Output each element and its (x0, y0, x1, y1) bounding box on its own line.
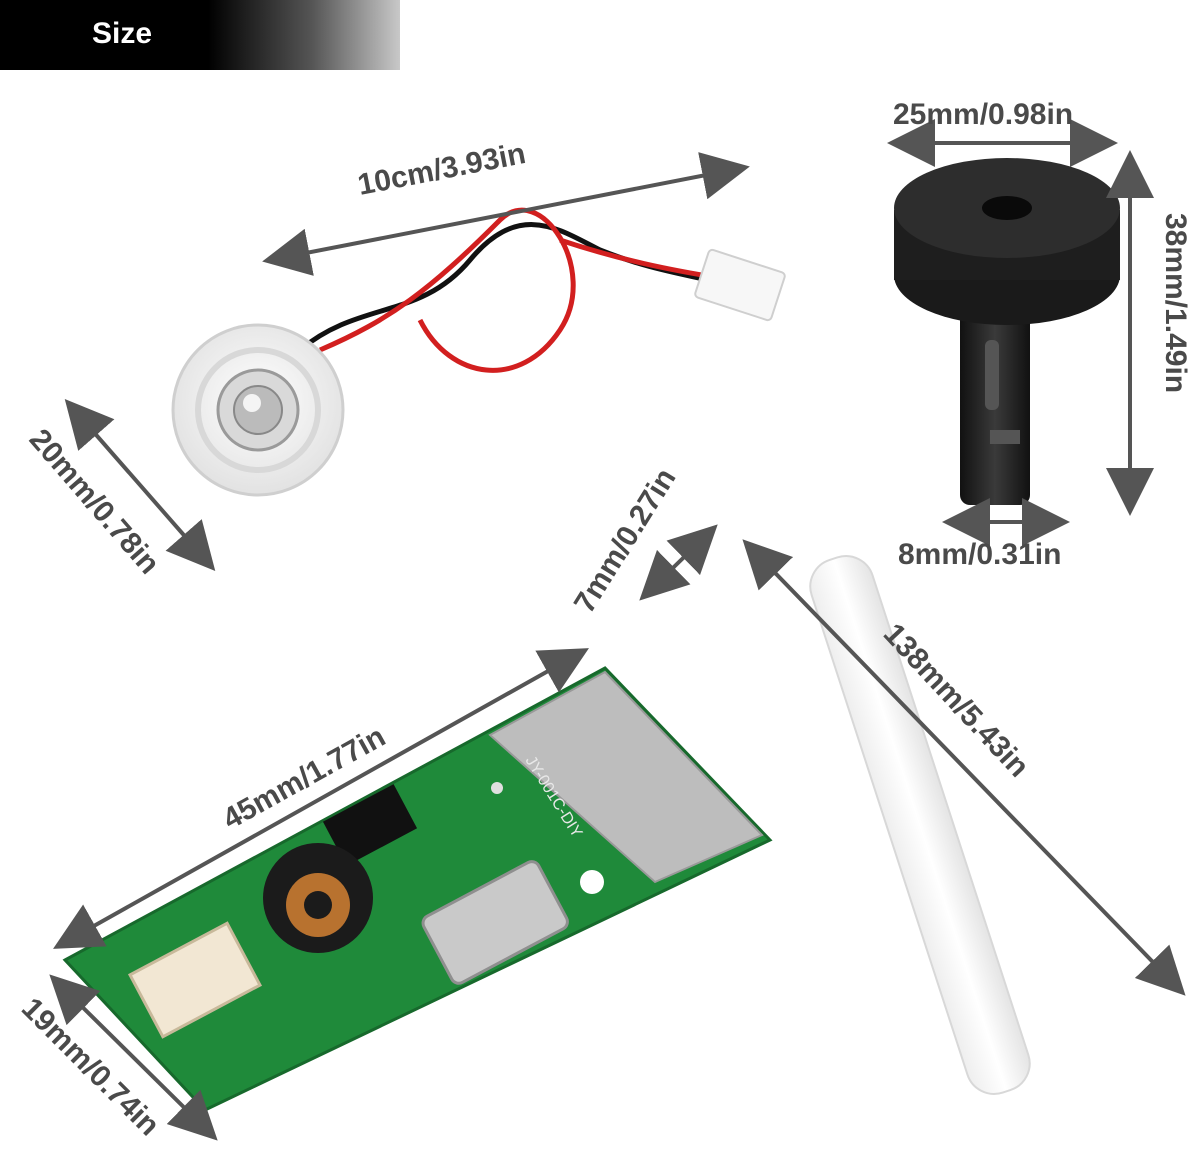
cable-length-arrow (262, 152, 750, 276)
cable-length-label: 10cm/3.93in (355, 137, 528, 202)
holder-height-label: 38mm/1.49in (1159, 213, 1192, 393)
stick-diameter-arrow (639, 524, 718, 601)
atomizer-disc-group (171, 207, 786, 497)
cotton-stick (809, 555, 1031, 1095)
stick-diameter-label: 7mm/0.27in (568, 463, 683, 619)
board-length-arrow (53, 648, 589, 949)
disc-diameter-arrow (64, 398, 216, 572)
stick-length-arrow (742, 539, 1186, 996)
mist-holder (894, 158, 1120, 505)
driver-board: JY-001C-DIY (62, 666, 773, 1112)
holder-base-width-label: 8mm/0.31in (898, 538, 1061, 571)
holder-top-width-label: 25mm/0.98in (893, 98, 1073, 131)
board-width-arrow (49, 974, 218, 1141)
size-banner: Size (0, 0, 400, 70)
disc-diameter-label: 20mm/0.78in (23, 423, 166, 581)
banner-title: Size (92, 17, 153, 50)
